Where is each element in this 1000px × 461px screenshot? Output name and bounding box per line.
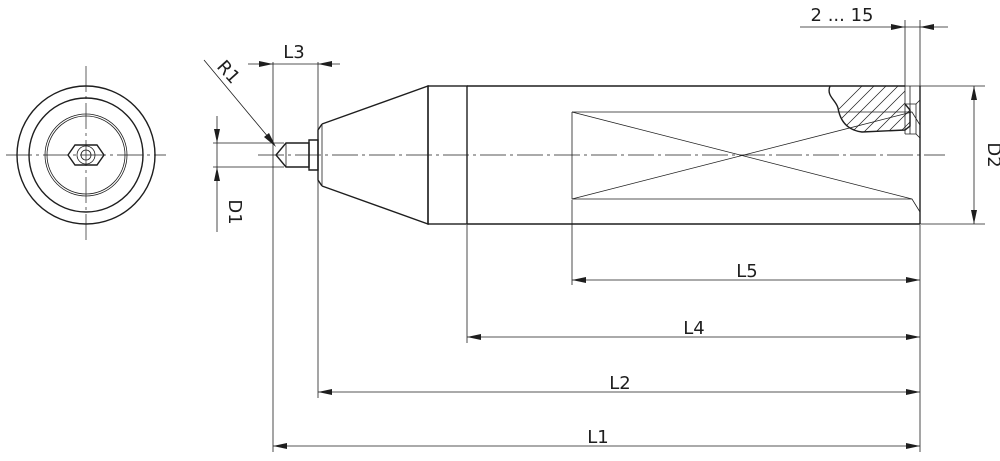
thread-profile	[905, 99, 921, 139]
range-arrow-left	[891, 24, 905, 30]
l5-arrow-right	[906, 277, 920, 283]
l1-arrow-left	[273, 443, 287, 449]
r1-leader-line	[203, 59, 275, 145]
d2-label: D2	[983, 142, 1000, 167]
clamping-flat	[571, 111, 921, 213]
range-arrow-right	[920, 24, 934, 30]
l4-arrow-right	[906, 334, 920, 340]
l3-arrow-right	[318, 61, 332, 67]
d1-arrow-bottom	[214, 167, 220, 181]
r1-arrow	[264, 133, 276, 147]
l2-arrow-left	[318, 389, 332, 395]
range-label: 2 ... 15	[811, 5, 874, 26]
flange-ring	[427, 85, 468, 225]
l1-label: L1	[587, 427, 608, 448]
l3-label: L3	[283, 42, 304, 63]
l5-arrow-left	[572, 277, 586, 283]
l5-label: L5	[736, 261, 757, 282]
l3-arrow-left	[259, 61, 273, 67]
side-view	[258, 85, 945, 225]
l4-arrow-left	[467, 334, 481, 340]
end-view	[6, 66, 166, 244]
l2-label: L2	[609, 373, 630, 394]
l4-label: L4	[683, 318, 704, 339]
flat-cross-2	[571, 111, 913, 200]
section-boundary	[828, 85, 911, 133]
d1-label: D1	[224, 199, 245, 224]
dimension-labels: L1 L2 L4 L5 L3 2 ... 15 R1 D1 D2	[212, 5, 1000, 448]
d1-arrow-top	[214, 129, 220, 143]
l2-arrow-right	[906, 389, 920, 395]
l1-arrow-right	[906, 443, 920, 449]
r1-label: R1	[212, 56, 244, 88]
d2-arrow-bottom	[971, 210, 977, 224]
dimension-lines	[203, 20, 985, 452]
d2-arrow-top	[971, 86, 977, 100]
